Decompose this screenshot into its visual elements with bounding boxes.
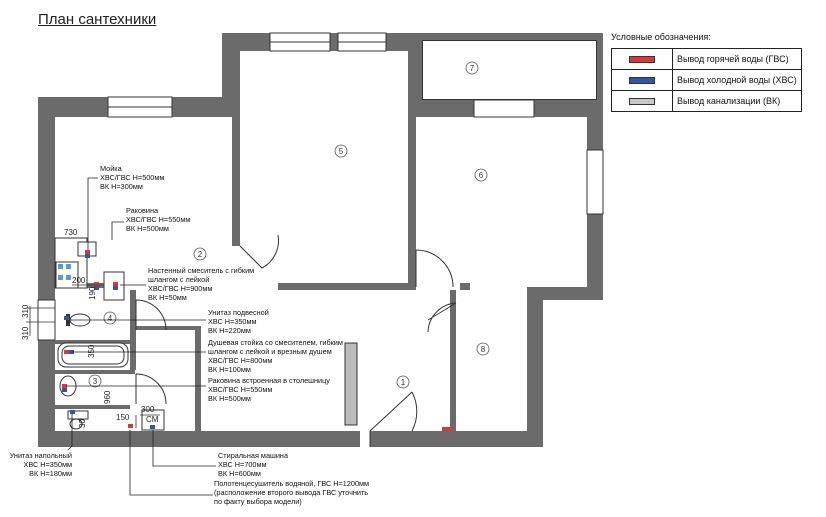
floor-area	[236, 51, 408, 431]
room-number-7: 7	[470, 64, 475, 73]
ann-polotence-0: Полотенцесушитель водяной, ГВС Н=1200мм	[214, 479, 369, 488]
balcony-room	[421, 39, 598, 101]
ann-moyka-2: ВК Н=300мм	[100, 182, 143, 191]
dim-30: 30	[78, 419, 87, 428]
doors	[135, 234, 457, 447]
dim-150: 150	[116, 413, 130, 422]
ann-stiralka-0: Стиральная машина	[218, 451, 289, 460]
ann-dush-0: Душевая стойка со смесителем, гибким	[208, 338, 343, 347]
partitions	[55, 51, 470, 447]
ann-smesitel-3: ВК Н=50мм	[148, 293, 187, 302]
legend-table: Вывод горячей воды (ГВС) Вывод холодной …	[611, 48, 802, 112]
ann-stiralka-2: ВК Н=600мм	[218, 469, 261, 478]
dim-300: 300	[141, 405, 155, 414]
ann-rakovina-vstr-0: Раковина встроенная в столешницу	[208, 376, 330, 385]
legend-heading: Условные обозначения:	[611, 32, 711, 42]
washing-machine-label: СМ	[146, 415, 159, 424]
dim-310-a: 310	[21, 304, 30, 318]
floor-area	[408, 287, 527, 431]
sewer-swatch-icon	[629, 98, 655, 106]
legend-row-sewer: Вывод канализации (ВК)	[611, 90, 802, 112]
ann-unitaz-nap-0: Унитаз напольный	[10, 451, 72, 460]
ann-smesitel-0: Настенный смеситель с гибким	[148, 266, 254, 275]
window	[37, 299, 56, 341]
ann-moyka-0: Мойка	[100, 164, 123, 173]
bathtub	[57, 342, 129, 368]
ann-smesitel-2: ХВС/ГВС Н=900мм	[148, 284, 212, 293]
room-number-2: 2	[198, 250, 203, 259]
balcony-door	[473, 99, 535, 118]
ann-rakovina-1: ХВС/ГВС Н=550мм	[126, 215, 190, 224]
ann-moyka-1: ХВС/ГВС Н=500мм	[100, 173, 164, 182]
dim-960: 960	[103, 390, 112, 404]
ann-rakovina-0: Раковина	[126, 206, 159, 215]
room-number-5: 5	[339, 147, 344, 156]
dim-310-b: 310	[21, 326, 30, 340]
dimension-lines	[26, 237, 160, 428]
dim-350: 350	[87, 344, 96, 358]
dim-190: 190	[88, 286, 97, 300]
legend-row-hot: Вывод горячей воды (ГВС)	[611, 48, 802, 70]
room-number-6: 6	[479, 171, 484, 180]
ann-rakovina-vstr-2: ВК Н=500мм	[208, 394, 251, 403]
room-markers	[88, 61, 490, 389]
ann-unitaz-podv-2: ВК Н=220мм	[208, 326, 251, 335]
ann-stiralka-1: ХВС Н=700мм	[218, 460, 267, 469]
ann-unitaz-podv-1: ХВС Н=350мм	[208, 317, 257, 326]
ann-smesitel-1: шлангом с лейкой	[148, 275, 209, 284]
cold-water-swatch-icon	[629, 77, 655, 85]
ann-rakovina-vstr-1: ХВС/ГВС Н=550мм	[208, 385, 272, 394]
ann-dush-2: ХВС/ГВС Н=800мм	[208, 356, 272, 365]
legend-label-sewer: Вывод канализации (ВК)	[672, 90, 802, 112]
ann-polotence-1: (расположение второго вывода ГВС уточнит…	[214, 488, 368, 497]
ann-polotence-2: по факту выбора модели)	[214, 497, 302, 506]
legend-row-cold: Вывод холодной воды (ХВС)	[611, 69, 802, 91]
legend: Условные обозначения: Вывод горячей воды…	[611, 32, 802, 112]
dim-200: 200	[72, 276, 86, 285]
hot-water-swatch-icon	[629, 56, 655, 64]
room-number-8: 8	[481, 345, 486, 354]
window	[586, 149, 604, 215]
ann-unitaz-nap-2: ВК Н=180мм	[29, 469, 72, 478]
ann-dush-1: шлангом с лейкой и врезным душем	[208, 347, 332, 356]
ann-unitaz-nap-1: ХВС Н=350мм	[23, 460, 72, 469]
dim-730: 730	[64, 228, 78, 237]
leader-lines	[66, 177, 216, 496]
floor-area	[408, 117, 587, 287]
room-number-4: 4	[108, 314, 113, 323]
ann-dush-3: ВК Н=100мм	[208, 365, 251, 374]
ann-unitaz-podv-0: Унитаз подвесной	[208, 308, 269, 317]
ann-rakovina-2: ВК Н=500мм	[126, 224, 169, 233]
room-number-3: 3	[93, 377, 98, 386]
cabinet	[344, 342, 358, 426]
page-title: План сантехники	[38, 11, 157, 28]
room-number-1: 1	[401, 378, 406, 387]
plumbing-outlets	[62, 250, 155, 429]
